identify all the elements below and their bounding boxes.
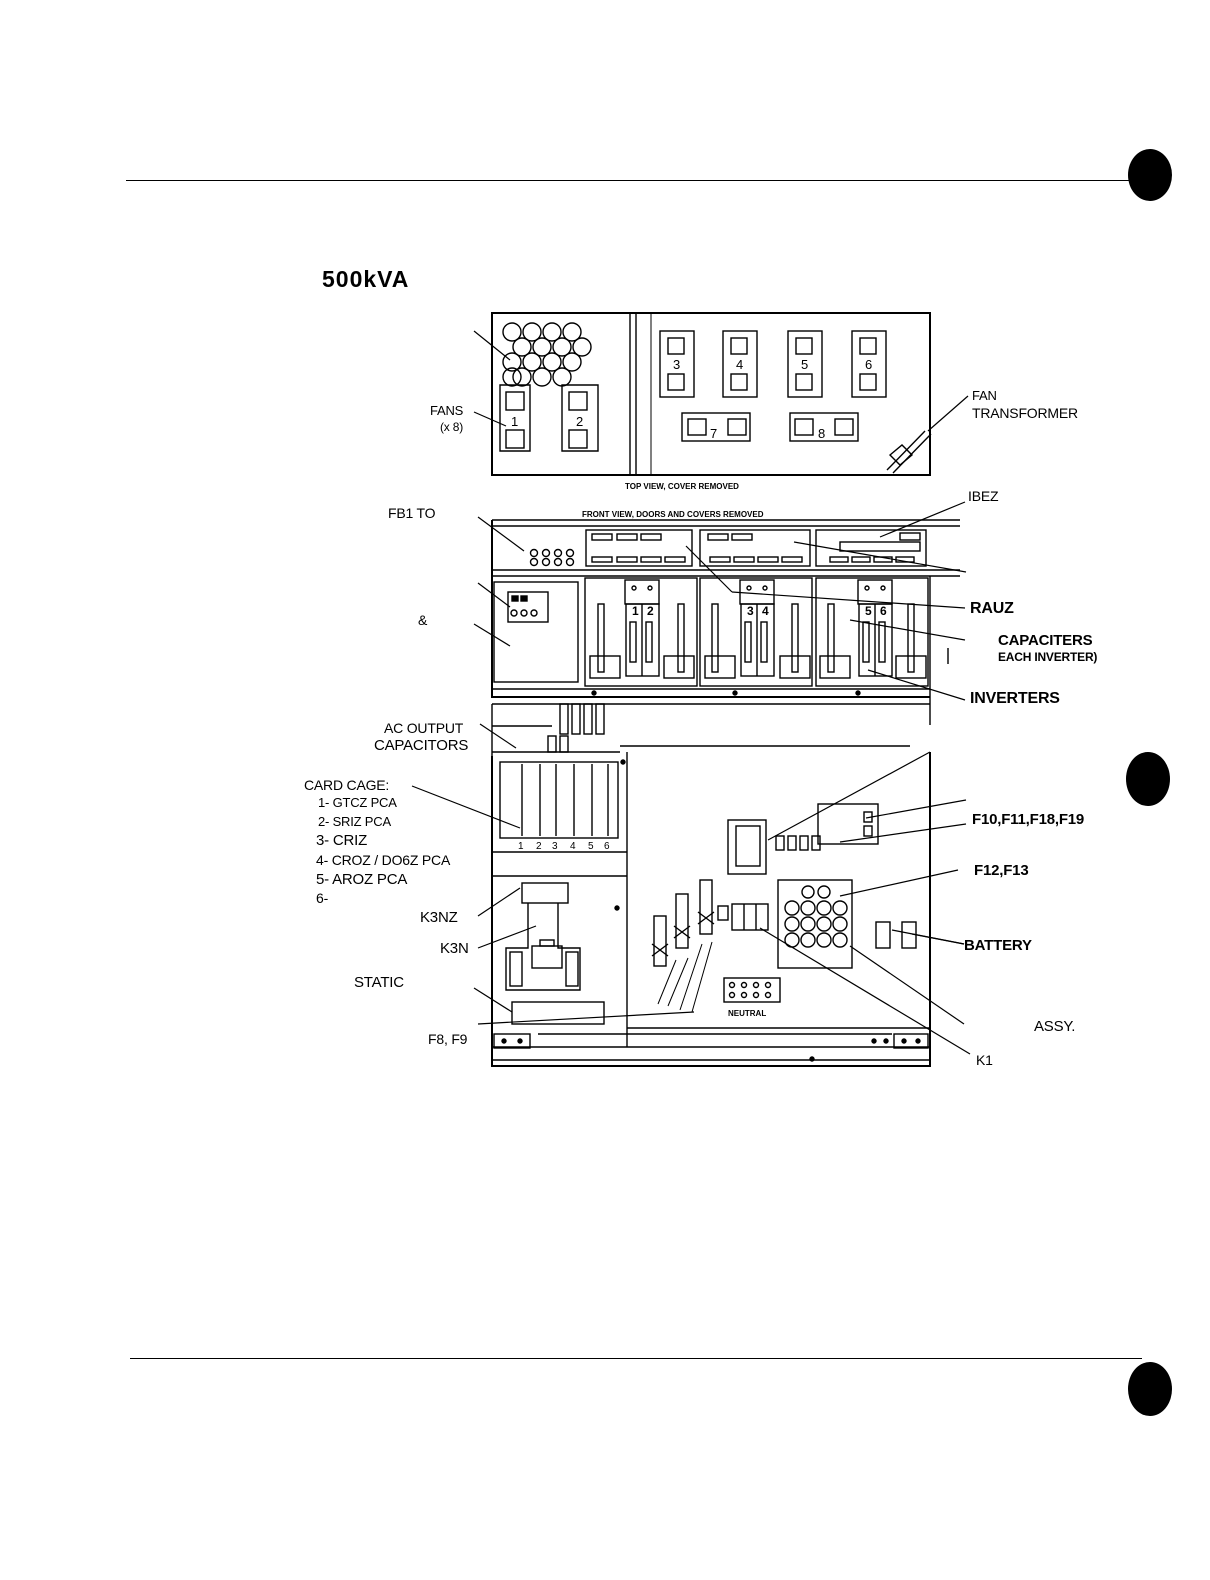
k3n-label: K3N [440,940,469,957]
k1-label: K1 [976,1052,993,1068]
front-view-upper [491,519,960,725]
filter-grid [502,322,592,387]
ac-output-capacitors [491,703,910,756]
ibez-label: IBEZ [968,488,999,504]
card-slot-5: 5 [588,841,594,852]
fan-number-6: 6 [865,357,872,372]
fan-number-2: 2 [576,414,583,429]
battery-label: BATTERY [964,937,1032,954]
rauz-label: RAUZ [970,600,1014,617]
card-slot-3: 3 [552,841,558,852]
card-slot-4: 4 [570,841,576,852]
card-cage-item-1: 1- GTCZ PCA [318,795,397,810]
card-cage-item-2: 2- SRIZ PCA [318,814,391,829]
fans-label: FANS [430,403,464,418]
fans-count-label: (x 8) [440,420,464,434]
card-slot-2: 2 [536,841,542,852]
inverters-label: INVERTERS [970,690,1060,707]
inverter-number-4: 4 [762,604,769,618]
fan-number-4: 4 [736,357,743,372]
inverter-number-6: 6 [880,604,887,618]
fan-number-8: 8 [818,426,825,441]
leader-lines [411,330,971,1055]
binder-hole-bottom [1128,1362,1172,1416]
card-slot-6: 6 [604,841,610,852]
fan-transformer-label-2: TRANSFORMER [972,405,1078,421]
top-view [491,312,932,476]
card-cage-item-3: 3- CRIZ [316,832,368,849]
inverter-number-2: 2 [647,604,654,618]
top-view-caption: TOP VIEW, COVER REMOVED [625,482,739,491]
binder-hole-middle [1126,752,1170,806]
f10-f11-f18-f19-label: F10,F11,F18,F19 [972,811,1085,828]
fan-number-5: 5 [801,357,808,372]
ac-output-capacitors-label: CAPACITORS [374,737,469,754]
assy-label: ASSY. [1034,1018,1076,1035]
fan-number-1: 1 [511,414,518,429]
inverter-bays [584,577,929,687]
inverter-number-1: 1 [632,604,639,618]
card-cage-item-5: 5- AROZ PCA [316,871,408,888]
binder-hole-top [1128,149,1172,201]
static-label: STATIC [354,974,404,991]
f12-f13-label: F12,F13 [974,862,1029,879]
f8-f9-label: F8, F9 [428,1031,468,1047]
fuse-block-circles [784,885,848,948]
fan-transformer-label-1: FAN [972,388,997,403]
capacitors-each-inverter-label: EACH INVERTER) [998,650,1098,664]
header-rule [126,180,1148,181]
front-view-caption: FRONT VIEW, DOORS AND COVERS REMOVED [582,510,764,519]
neutral-label: NEUTRAL [728,1009,766,1018]
k3nz-label: K3NZ [420,909,458,926]
card-slot-1: 1 [518,841,524,852]
ac-output-label: AC OUTPUT [384,720,464,736]
card-cage-item-6: 6- [316,890,329,906]
ampersand-label: & [418,612,428,628]
fan-number-3: 3 [673,357,680,372]
capacitors-label: CAPACITERS [998,632,1093,649]
footer-rule [130,1358,1142,1359]
inverter-number-5: 5 [865,604,872,618]
page-title: 500kVA [322,266,410,292]
fb1-label: FB1 TO [388,505,436,521]
fan-number-7: 7 [710,426,717,441]
inverter-number-3: 3 [747,604,754,618]
card-cage-item-4: 4- CROZ / DO6Z PCA [316,852,451,868]
card-cage-label: CARD CAGE: [304,777,390,793]
front-view-lower [491,752,931,1067]
